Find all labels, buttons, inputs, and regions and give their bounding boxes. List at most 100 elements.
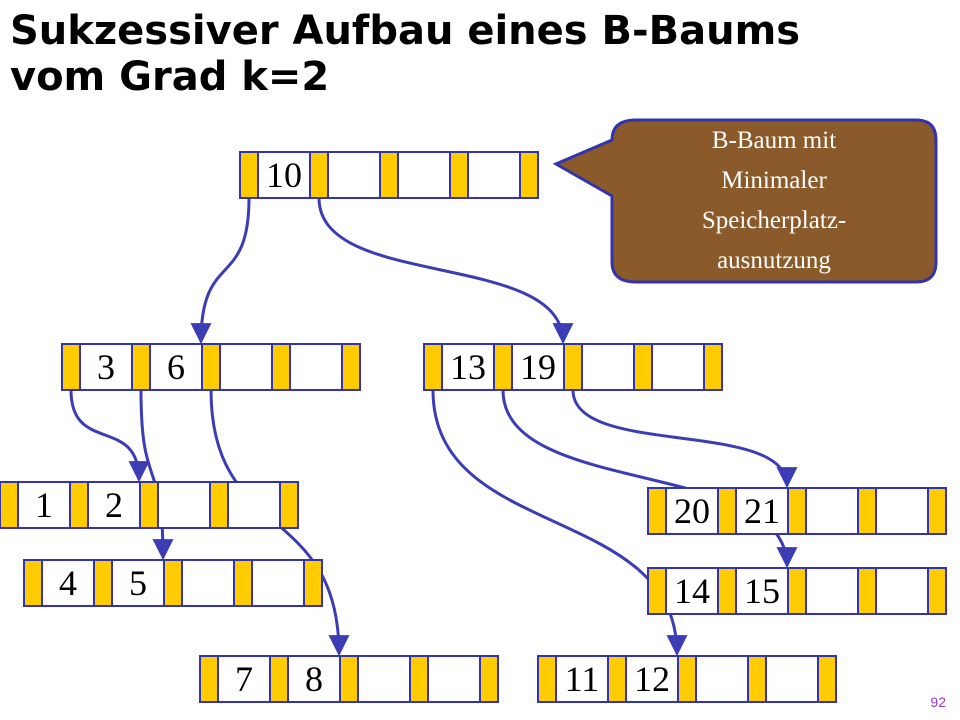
edge-n-13-19-to-n-14-15	[501, 389, 798, 569]
pointer-slot	[717, 567, 737, 615]
pointer-slot	[647, 567, 667, 615]
callout-bubble: B-Baum mit Minimaler Speicherplatz- ausn…	[552, 118, 938, 284]
key-cell	[287, 655, 341, 703]
pointer-slot	[493, 343, 513, 391]
key-cell	[651, 343, 705, 391]
pointer-slot	[131, 343, 151, 391]
slide-title: Sukzessiver Aufbau eines B-Baums vom Gra…	[10, 8, 950, 100]
key-cell	[625, 655, 679, 703]
key-cell	[581, 343, 635, 391]
key-cell	[289, 343, 343, 391]
pointer-slot	[449, 151, 469, 199]
pointer-slot	[717, 487, 737, 535]
key-cell	[397, 151, 451, 199]
pointer-slot	[69, 481, 89, 529]
key-cell	[695, 655, 749, 703]
title-line-2: vom Grad k=2	[10, 54, 330, 100]
key-cell	[257, 151, 311, 199]
pointer-slot	[647, 487, 667, 535]
key-cell	[875, 567, 929, 615]
edge-root-to-n-13-19	[317, 197, 574, 345]
node-key: 4	[59, 563, 77, 603]
pointer-slot	[563, 343, 583, 391]
node-key: 14	[674, 571, 710, 611]
node-key: 15	[744, 571, 780, 611]
btree-node-root: 10	[239, 151, 539, 199]
pointer-slot	[271, 343, 291, 391]
key-cell	[327, 151, 381, 199]
node-key: 5	[129, 563, 147, 603]
node-key: 10	[266, 155, 302, 195]
pointer-slot	[423, 343, 443, 391]
key-cell	[227, 481, 281, 529]
key-cell	[805, 487, 859, 535]
key-cell	[875, 487, 929, 535]
node-key: 3	[97, 347, 115, 387]
callout-line-3: Speicherplatz-	[702, 207, 846, 234]
pointer-slot	[927, 487, 947, 535]
key-cell	[357, 655, 411, 703]
pointer-slot	[857, 487, 877, 535]
key-cell	[181, 559, 235, 607]
pointer-slot	[479, 655, 499, 703]
pointer-slot	[747, 655, 767, 703]
pointer-slot	[607, 655, 627, 703]
edge-n-13-19-to-n-11-12	[431, 389, 688, 657]
node-key: 2	[105, 485, 123, 525]
pointer-slot	[61, 343, 81, 391]
node-key: 13	[450, 347, 486, 387]
key-cell	[41, 559, 95, 607]
pointer-slot	[239, 151, 259, 199]
key-cell	[157, 481, 211, 529]
callout-line-1: B-Baum mit	[712, 127, 836, 154]
pointer-slot	[341, 343, 361, 391]
pointer-slot	[703, 343, 723, 391]
key-cell	[251, 559, 305, 607]
key-cell	[17, 481, 71, 529]
pointer-slot	[163, 559, 183, 607]
callout-shape	[552, 118, 938, 284]
node-key: 1	[35, 485, 53, 525]
node-key: 7	[235, 659, 253, 699]
key-cell	[79, 343, 133, 391]
btree-node-n-14-15: 14 15	[647, 567, 947, 615]
key-cell	[467, 151, 521, 199]
pointer-slot	[201, 343, 221, 391]
pointer-slot	[787, 567, 807, 615]
node-key: 11	[565, 659, 600, 699]
pointer-slot	[857, 567, 877, 615]
key-cell	[805, 567, 859, 615]
node-key: 12	[634, 659, 670, 699]
pointer-slot	[233, 559, 253, 607]
pointer-slot	[927, 567, 947, 615]
pointer-slot	[309, 151, 329, 199]
key-cell	[735, 567, 789, 615]
pointer-slot	[0, 481, 19, 529]
edge-n-3-6-to-n-4-5	[139, 389, 174, 561]
key-cell	[765, 655, 819, 703]
pointer-slot	[339, 655, 359, 703]
pointer-slot	[633, 343, 653, 391]
key-cell	[149, 343, 203, 391]
key-cell	[217, 655, 271, 703]
btree-node-n-13-19: 13 19	[423, 343, 723, 391]
pointer-slot	[93, 559, 113, 607]
node-key: 19	[520, 347, 556, 387]
node-key: 6	[167, 347, 185, 387]
pointer-slot	[269, 655, 289, 703]
callout-line-2: Minimaler	[721, 167, 827, 194]
pointer-slot	[677, 655, 697, 703]
edge-n-13-19-to-n-20-21	[571, 389, 798, 489]
pointer-slot	[199, 655, 219, 703]
node-key: 8	[305, 659, 323, 699]
pointer-slot	[817, 655, 837, 703]
pointer-slot	[209, 481, 229, 529]
pointer-slot	[519, 151, 539, 199]
